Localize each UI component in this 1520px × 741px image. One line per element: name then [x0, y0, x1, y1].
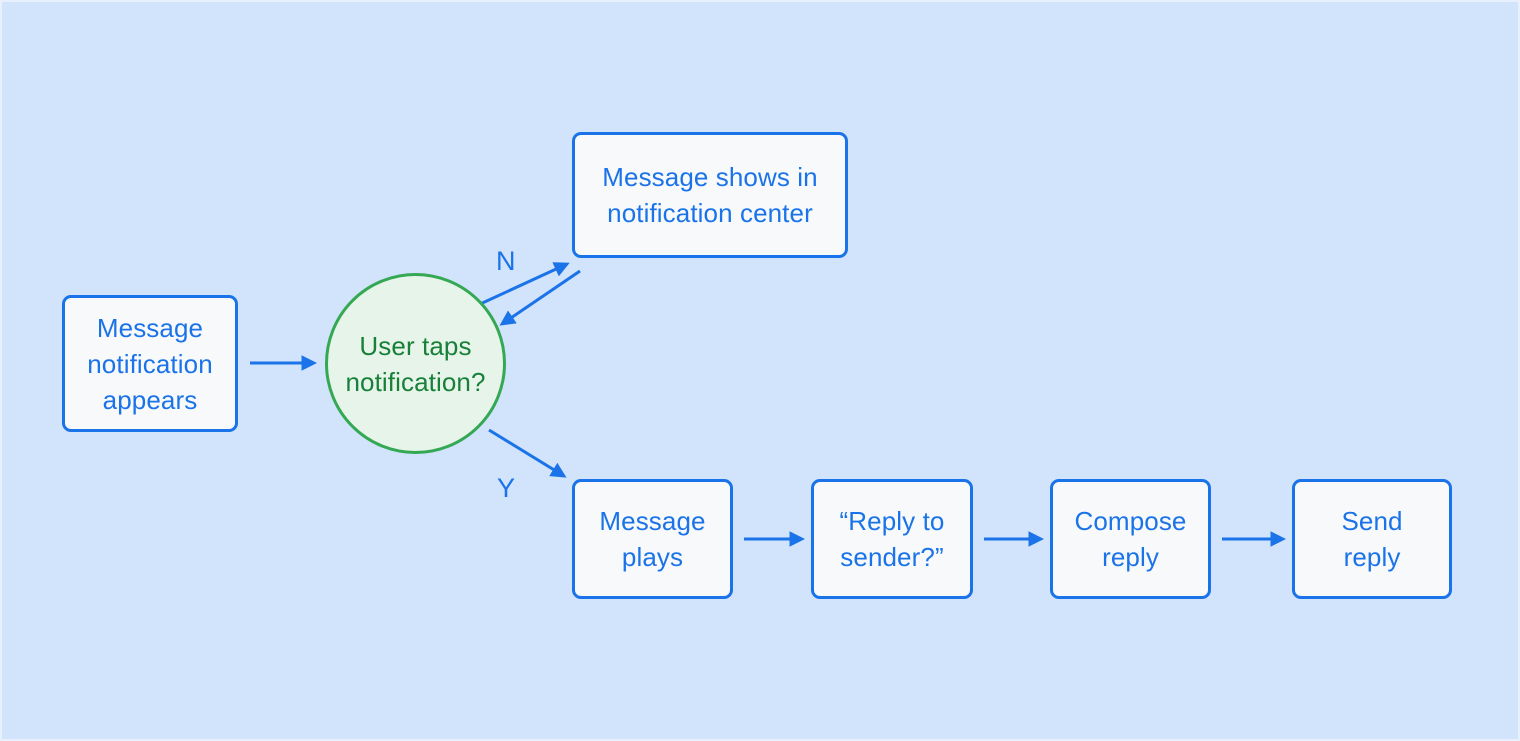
user-taps-notification-decision-label: User taps notification? — [345, 330, 486, 397]
compose-reply-label: Compose reply — [1074, 506, 1187, 572]
message-plays[interactable]: Message plays — [572, 479, 733, 599]
edge-label-no: N — [496, 246, 516, 276]
send-reply[interactable]: Send reply — [1292, 479, 1452, 599]
edge-notification-center-to-decision — [499, 269, 581, 326]
message-shows-in-notification-center[interactable]: Message shows in notification center — [572, 132, 848, 258]
compose-reply[interactable]: Compose reply — [1050, 479, 1211, 599]
message-notification-appears[interactable]: Message notification appears — [62, 295, 238, 432]
reply-to-sender-prompt[interactable]: “Reply to sender?” — [811, 479, 973, 599]
user-taps-notification-decision[interactable]: User taps notification? — [325, 273, 506, 454]
message-plays-label: Message plays — [599, 506, 706, 572]
reply-to-sender-prompt-label: “Reply to sender?” — [839, 506, 945, 572]
message-shows-in-notification-center-label: Message shows in notification center — [602, 162, 818, 228]
edge-decision-to-message-plays — [488, 428, 567, 478]
edge-label-yes: Y — [497, 473, 516, 503]
message-notification-appears-label: Message notification appears — [87, 312, 213, 415]
edge-decision-to-notification-center — [477, 262, 570, 307]
send-reply-label: Send reply — [1341, 506, 1403, 572]
